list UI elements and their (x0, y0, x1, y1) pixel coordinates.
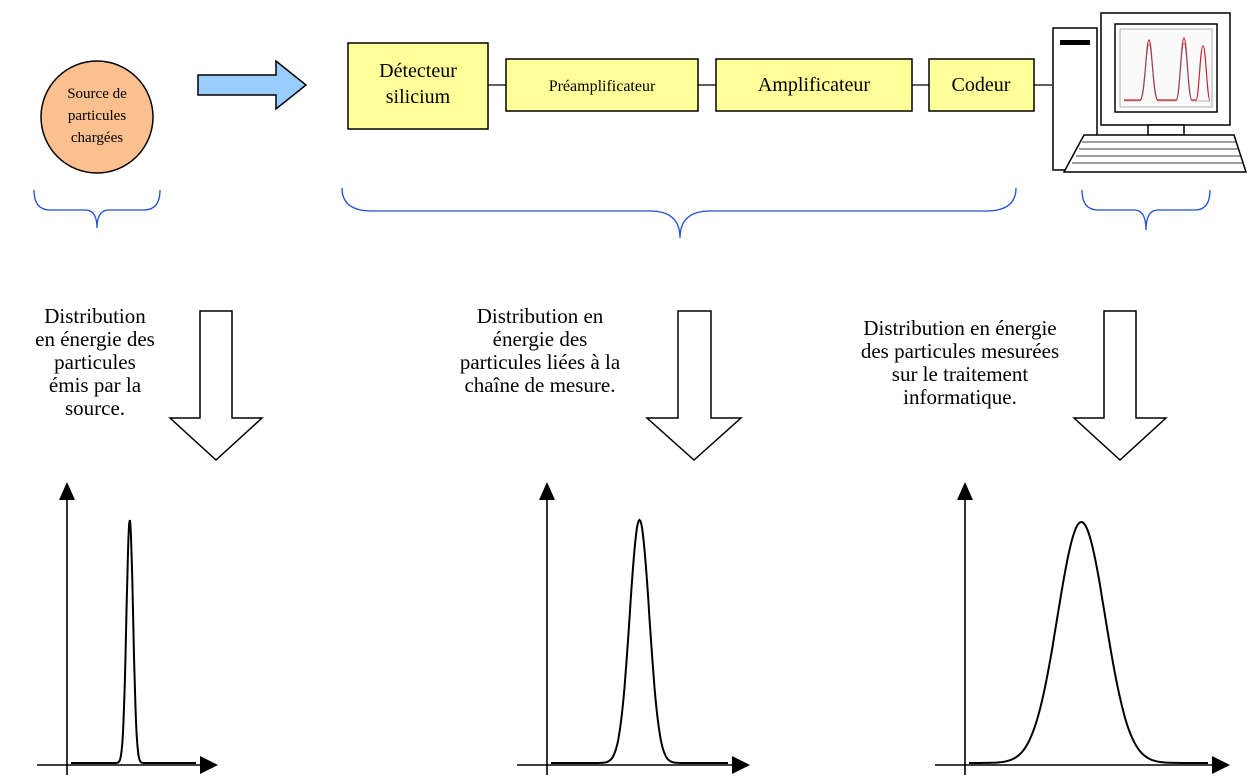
distribution-curve (969, 520, 1208, 764)
caption-chaine: Distribution en énergie des particules l… (420, 305, 660, 397)
keyboard (1062, 134, 1248, 173)
source-node: Source de particules chargées (40, 60, 154, 174)
screen-spectrum-trace-2 (1124, 42, 1210, 102)
codeur-box (928, 58, 1035, 112)
chain-box-amp: Amplificateur (715, 58, 913, 112)
source-circle (40, 60, 154, 174)
caption-source: Distribution en énergie des particules é… (10, 305, 180, 420)
codeur-label: Codeur (952, 74, 1011, 96)
curly-brace-icon (1081, 189, 1211, 231)
computer-icon (1052, 12, 1248, 173)
down-arrow-icon (645, 310, 743, 462)
preamp-box (505, 58, 699, 112)
chart-source-distribution (37, 482, 218, 775)
caption-chaine-line-2: énergie des (492, 327, 588, 351)
keyboard-keys (1072, 141, 1243, 164)
caption-chaine-line-1: Distribution en (476, 304, 604, 328)
down-arrow-icon (168, 310, 264, 462)
preamp-label: Préamplificateur (549, 78, 656, 95)
source-label-line-3: chargées (71, 130, 123, 146)
amp-label: Amplificateur (758, 74, 871, 96)
x-axis-arrowhead (1212, 756, 1230, 774)
monitor-stand (1147, 124, 1185, 136)
detecteur-label-line-1: Détecteur (379, 60, 457, 82)
chain-box-preamp: Préamplificateur (505, 58, 699, 112)
detecteur-label-line-2: silicium (386, 86, 451, 108)
caption-source-line-2: en énergie des (35, 327, 155, 351)
detecteur-box (347, 42, 489, 130)
caption-traitement-line-4: informatique. (903, 385, 1017, 409)
chain-box-codeur: Codeur (928, 58, 1035, 112)
screen-plot-area (1119, 28, 1213, 108)
caption-source-line-3: particules (54, 350, 136, 374)
y-axis-arrowhead (957, 482, 973, 500)
distribution-curve (551, 518, 728, 764)
caption-traitement-line-1: Distribution en énergie (863, 316, 1057, 340)
y-axis-arrowhead (59, 482, 75, 500)
caption-source-line-4: émis par la (48, 373, 142, 397)
distribution-curve (71, 519, 196, 764)
curly-brace-icon (33, 189, 161, 229)
caption-chaine-line-4: chaîne de mesure. (464, 373, 616, 397)
caption-traitement: Distribution en énergie des particules m… (820, 317, 1100, 409)
chart-chain-distribution (517, 482, 750, 775)
caption-source-line-1: Distribution (44, 304, 146, 328)
x-axis-arrowhead (200, 756, 218, 774)
caption-chaine-line-3: particules liées à la (459, 350, 621, 374)
chart-measured-distribution (935, 482, 1230, 775)
y-axis-arrowhead (539, 482, 555, 500)
down-arrow-icon (1072, 310, 1168, 462)
source-label-line-1: Source de (67, 86, 127, 102)
right-arrow-icon (197, 59, 308, 111)
amp-box (715, 58, 913, 112)
caption-traitement-line-3: sur le traitement (891, 362, 1029, 386)
drive-slot (1060, 40, 1090, 45)
chain-box-detecteur: Détecteur silicium (347, 42, 489, 130)
source-label-line-2: particules (68, 108, 126, 124)
curly-brace-icon (341, 187, 1017, 239)
caption-source-line-5: source. (64, 396, 126, 420)
screen-spectrum-trace (1124, 37, 1211, 101)
x-axis-arrowhead (732, 756, 750, 774)
caption-traitement-line-2: des particules mesurées (860, 339, 1060, 363)
